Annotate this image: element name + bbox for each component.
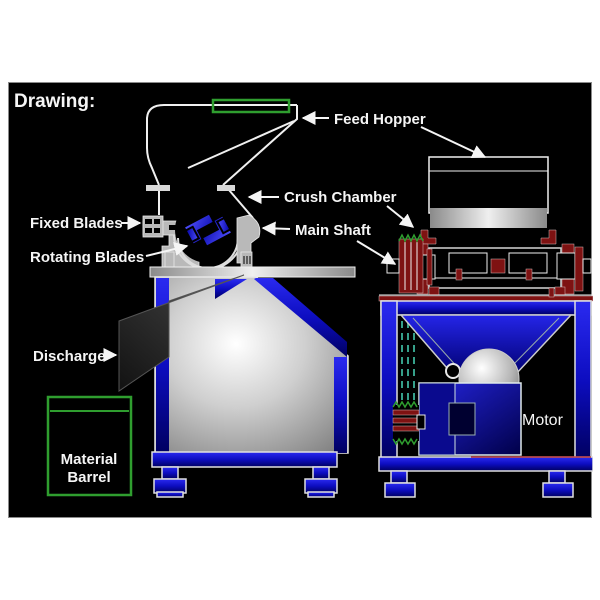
machine-body [118,266,356,498]
label-material-barrel-2: Barrel [67,469,110,486]
discharge-chute [118,274,245,392]
label-rotating-blades: Rotating Blades [30,249,144,266]
foot-left [153,466,187,498]
base-bar [151,451,338,468]
funnel-line [412,317,460,370]
hopper-green-strip [211,98,291,114]
frame-column-right [574,300,592,460]
bearing-right [556,252,576,280]
drawing-canvas: Drawing: Feed Hopper Crush Chamber Fixed… [8,82,593,518]
motor [418,382,522,456]
blade-slot [145,228,152,233]
body-blue-band-slope [254,278,347,357]
main-shaft-arrow-left [261,221,291,236]
label-feed-hopper: Feed Hopper [334,111,426,128]
funnel-line [508,317,560,370]
red-accent [548,287,555,298]
body-blue-triangle [215,279,247,299]
hopper-flange-right [217,185,235,191]
rotating-blade-tip [184,225,201,244]
foot-right [304,466,338,498]
right-machine-front-view [378,156,593,498]
blade-slot [169,225,177,230]
body-top-plate [149,266,356,278]
motor-window [448,402,476,436]
label-discharge: Discharge [33,348,106,365]
rotating-blades-arrow [145,242,189,257]
annotations: Drawing: Feed Hopper Crush Chamber Fixed… [14,91,564,497]
crush-chamber-arrow-right [386,205,415,228]
frame-top-band [380,300,592,316]
feed-hopper-arrow-right [420,126,487,158]
label-main-shaft: Main Shaft [295,222,371,239]
label-fixed-blades: Fixed Blades [30,215,123,232]
pulley-stub [416,414,426,430]
right-feed-hopper [428,156,549,228]
hopper-gray-band [430,208,547,228]
blade-slot [145,219,152,224]
right-crush-chamber [416,229,592,296]
frame-base [378,456,593,472]
rotor [173,197,243,270]
label-material-barrel-1: Material [61,451,118,468]
support-left [164,251,175,269]
main-shaft-arrow-right [356,240,397,265]
feed-hopper-outline [146,104,298,219]
material-barrel: Material Barrel [46,395,133,497]
machine-diagram: Drawing: Feed Hopper Crush Chamber Fixed… [14,91,593,498]
left-machine-side-view [118,98,356,498]
hopper-flange-left [146,185,170,191]
small-pulley [392,400,426,446]
lifting-ring [445,363,461,379]
main-pulley [386,233,424,294]
material-barrel-outline [46,395,133,497]
foot-right [542,470,574,498]
blade-slot [154,219,160,224]
foot-left [384,470,416,498]
rotor-cavity [175,197,241,263]
label-motor: Motor [522,412,564,429]
page-title: Drawing: [14,91,95,112]
rotating-blade-tip [215,216,232,235]
label-crush-chamber: Crush Chamber [284,189,397,206]
shaft-center-block [490,258,506,274]
crush-chamber-housing [142,197,261,270]
blade-slot [154,228,160,233]
body-shell [154,276,349,454]
body-blue-band-right [334,357,347,453]
